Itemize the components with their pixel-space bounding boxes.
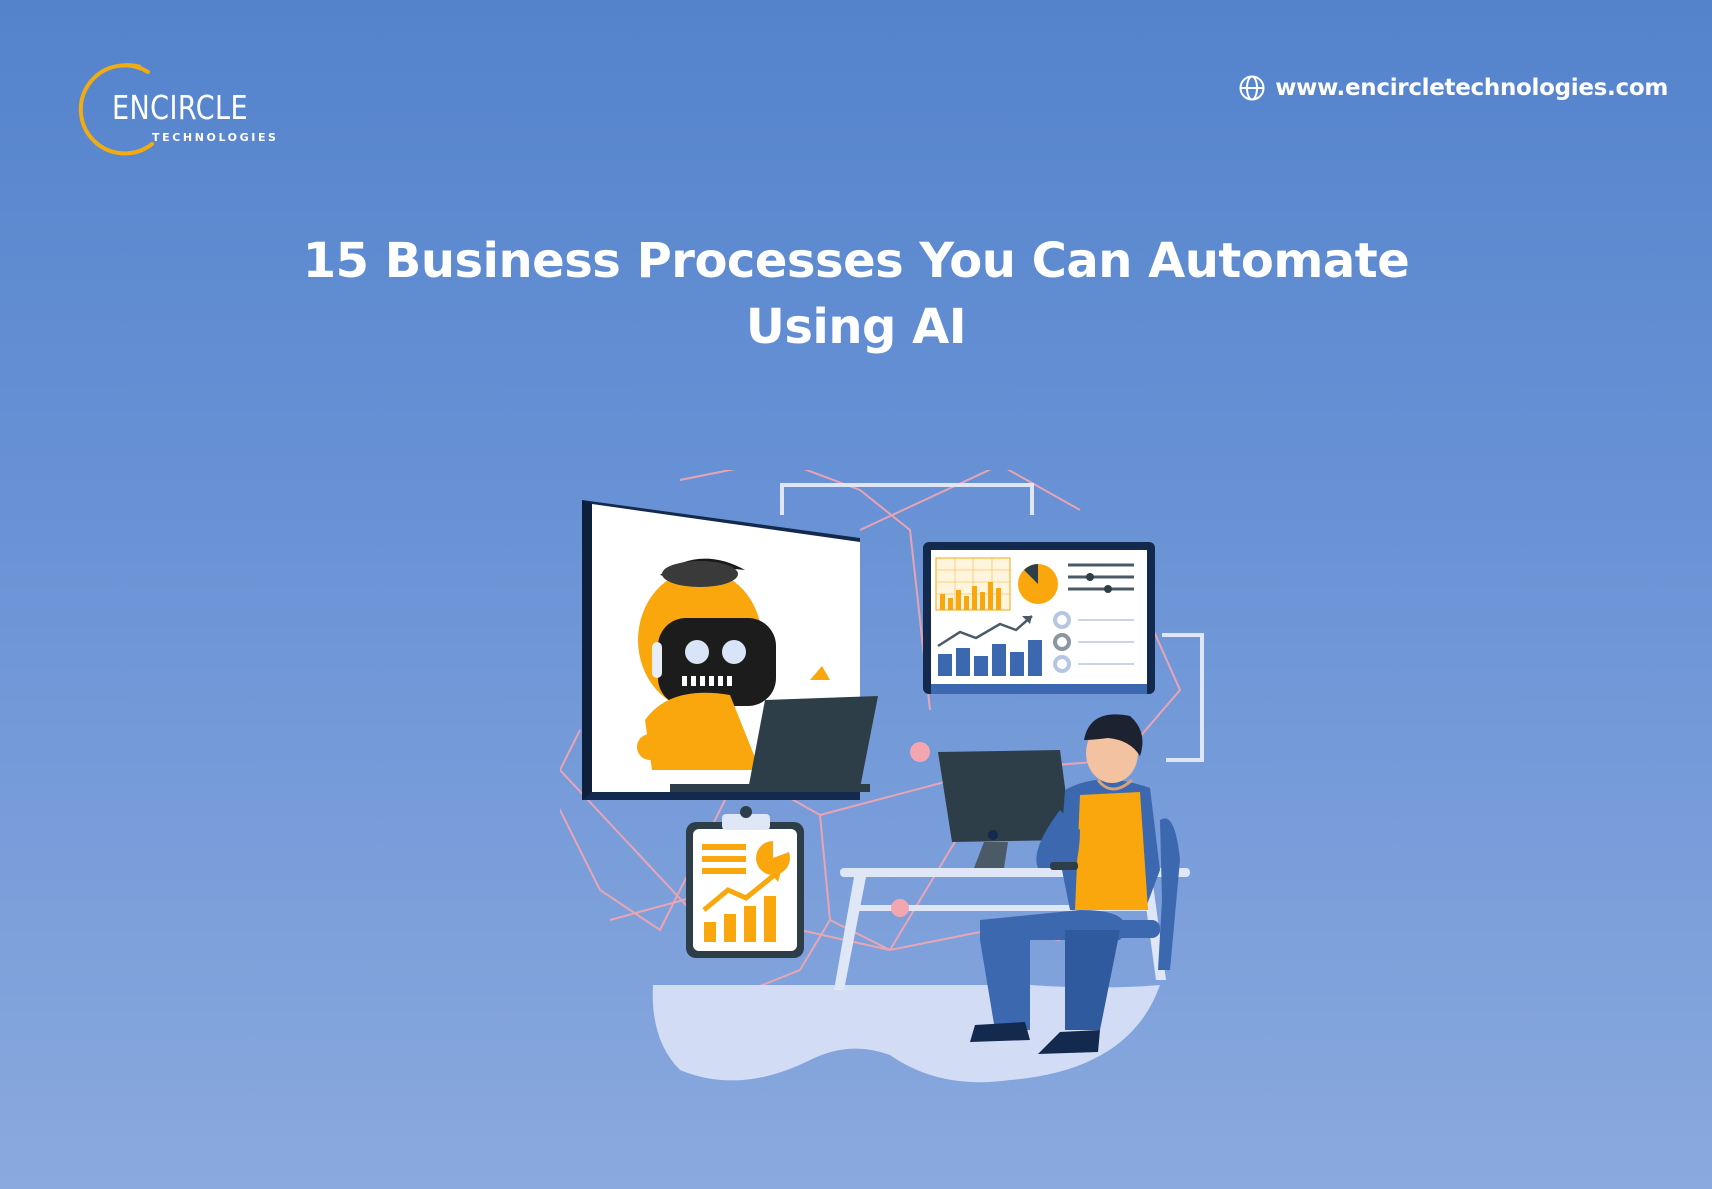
page-title-line-1: 15 Business Processes You Can Automate — [302, 233, 1410, 289]
ai-automation-illustration — [560, 470, 1204, 1083]
robot-screen — [582, 500, 878, 800]
clipboard-report — [686, 806, 804, 958]
page-title-line-2: Using AI — [745, 299, 967, 355]
brand-name: ENCIRCLE — [112, 88, 249, 127]
person-at-desk — [834, 714, 1190, 1054]
floor-shape — [652, 985, 1160, 1083]
globe-icon — [1239, 75, 1265, 101]
logo-ring-icon — [78, 63, 154, 156]
brand-tagline: TECHNOLOGIES — [152, 131, 279, 144]
page-title: 15 Business Processes You Can Automate U… — [256, 228, 1456, 360]
website-url: www.encircletechnologies.com — [1275, 75, 1668, 101]
connector-brackets — [780, 483, 1204, 762]
brand-logo[interactable]: ENCIRCLE TECHNOLOGIES — [70, 58, 276, 158]
dashboard-monitor — [923, 542, 1155, 694]
website-link[interactable]: www.encircletechnologies.com — [1238, 74, 1668, 102]
